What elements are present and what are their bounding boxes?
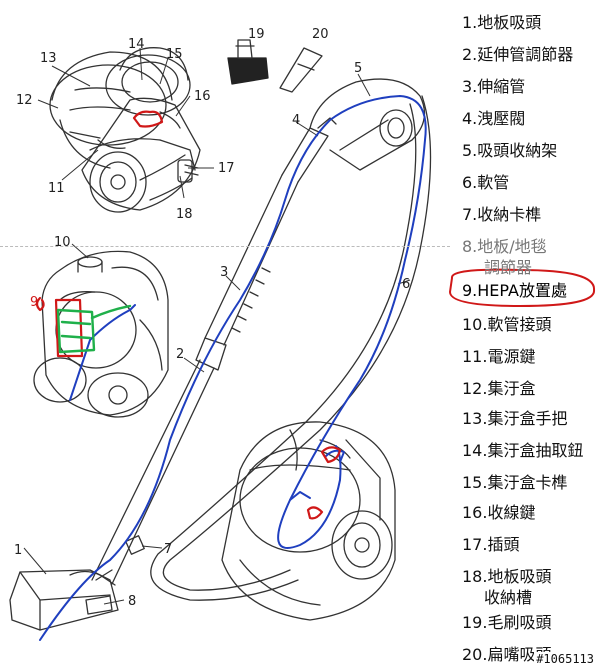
parts-list-label: 集汙盒抽取鈕 xyxy=(487,441,584,460)
telescopic-tube xyxy=(91,127,329,585)
callout-20: 20 xyxy=(312,27,329,42)
callout-13: 13 xyxy=(40,51,57,66)
parts-list-item: 10.軟管接頭 xyxy=(462,314,600,335)
main-body xyxy=(221,421,396,621)
parts-list-item: 1.地板吸頭 xyxy=(462,12,600,33)
parts-list-number: 20. xyxy=(462,645,488,664)
callout-9: 9 xyxy=(30,295,38,310)
parts-list-number: 2. xyxy=(462,45,478,64)
handle xyxy=(309,78,426,171)
parts-list-label: 洩壓閥 xyxy=(477,109,526,128)
parts-list-item: 14.集汙盒抽取鈕 xyxy=(462,440,600,461)
parts-list-item: 13.集汙盒手把 xyxy=(462,408,600,429)
parts-list-item: 5.吸頭收納架 xyxy=(462,140,600,161)
parts-list-label: 吸頭收納架 xyxy=(477,141,558,160)
parts-list-number: 12. xyxy=(462,379,488,398)
parts-list-item: 17.插頭 xyxy=(462,534,600,555)
body-side-view xyxy=(33,250,169,418)
parts-list-number: 13. xyxy=(462,409,488,428)
parts-list-label: 集汙盒 xyxy=(487,379,536,398)
parts-list-item: 3.伸縮管 xyxy=(462,76,600,97)
parts-list-label: 收納卡榫 xyxy=(477,205,542,224)
callout-6: 6 xyxy=(402,277,410,292)
floor-nozzle xyxy=(9,569,119,631)
brush-tool xyxy=(227,39,269,85)
parts-list-label: 集汙盒卡榫 xyxy=(487,473,568,492)
callout-14: 14 xyxy=(128,37,145,52)
callout-labels: 13 14 15 16 12 11 17 18 19 20 10 5 4 3 2… xyxy=(14,27,410,609)
parts-list-label: HEPA放置處 xyxy=(477,281,567,300)
parts-list-item: 6.軟管 xyxy=(462,172,600,193)
callout-10: 10 xyxy=(54,235,71,250)
parts-list-sublabel: 調節器 xyxy=(484,258,533,277)
parts-list-item: 11.電源鍵 xyxy=(462,346,600,367)
callout-4: 4 xyxy=(292,113,300,128)
callout-5: 5 xyxy=(354,61,362,76)
parts-list-item: 9.HEPA放置處 xyxy=(462,280,600,301)
watermark: #1065113 xyxy=(534,652,596,666)
body-top-view xyxy=(49,47,201,213)
parts-list-number: 5. xyxy=(462,141,478,160)
callout-16: 16 xyxy=(194,89,211,104)
parts-list-item: 4.洩壓閥 xyxy=(462,108,600,129)
parts-list-label: 毛刷吸頭 xyxy=(487,613,552,632)
parts-list-label: 地板吸頭 xyxy=(487,567,552,586)
callout-7: 7 xyxy=(164,542,172,557)
parts-list-label: 插頭 xyxy=(487,535,520,554)
parts-list-item: 15.集汙盒卡榫 xyxy=(462,472,600,493)
parts-list-number: 10. xyxy=(462,315,488,334)
parts-list-number: 7. xyxy=(462,205,478,224)
parts-list-item: 12.集汙盒 xyxy=(462,378,600,399)
callout-8: 8 xyxy=(128,594,136,609)
callout-19: 19 xyxy=(248,27,265,42)
callout-3: 3 xyxy=(220,265,228,280)
crevice-tool xyxy=(279,47,323,93)
callout-18: 18 xyxy=(176,207,193,222)
callout-17: 17 xyxy=(218,161,235,176)
parts-list-label: 軟管 xyxy=(477,173,510,192)
parts-list-number: 9. xyxy=(462,281,478,300)
leader-lines xyxy=(23,47,411,605)
parts-list-label: 延伸管調節器 xyxy=(477,45,574,64)
parts-list-number: 16. xyxy=(462,503,488,522)
parts-list-label: 電源鍵 xyxy=(487,347,536,366)
callout-11: 11 xyxy=(48,181,65,196)
parts-list-number: 1. xyxy=(462,13,478,32)
callout-15: 15 xyxy=(166,47,183,62)
parts-list-label: 伸縮管 xyxy=(477,77,526,96)
parts-list-sublabel: 收納槽 xyxy=(484,588,533,607)
parts-list-item: 8.地板/地毯調節器 xyxy=(462,236,600,278)
parts-list-item: 19.毛刷吸頭 xyxy=(462,612,600,633)
parts-list-number: 6. xyxy=(462,173,478,192)
parts-list-label: 收線鍵 xyxy=(487,503,536,522)
parts-list-label: 集汙盒手把 xyxy=(487,409,568,428)
callout-2: 2 xyxy=(176,347,184,362)
hand-annotations xyxy=(35,95,427,641)
parts-list-number: 8. xyxy=(462,237,478,256)
parts-list-item: 7.收納卡榫 xyxy=(462,204,600,225)
parts-list-number: 17. xyxy=(462,535,488,554)
section-divider xyxy=(0,246,450,247)
parts-list-label: 地板/地毯 xyxy=(477,237,547,256)
parts-list-number: 14. xyxy=(462,441,488,460)
parts-list-number: 19. xyxy=(462,613,488,632)
parts-list-number: 3. xyxy=(462,77,478,96)
parts-list-number: 11. xyxy=(462,347,488,366)
parts-list-label: 軟管接頭 xyxy=(487,315,552,334)
parts-list-number: 18. xyxy=(462,567,488,586)
callout-1: 1 xyxy=(14,543,22,558)
hose xyxy=(150,95,432,601)
callout-12: 12 xyxy=(16,93,33,108)
parts-list-item: 2.延伸管調節器 xyxy=(462,44,600,65)
parts-list-item: 16.收線鍵 xyxy=(462,502,600,523)
highlight-ring xyxy=(448,268,595,308)
parts-list-label: 地板吸頭 xyxy=(477,13,542,32)
parts-list-number: 15. xyxy=(462,473,488,492)
parts-list-item: 18.地板吸頭收納槽 xyxy=(462,566,600,608)
parts-list-number: 4. xyxy=(462,109,478,128)
